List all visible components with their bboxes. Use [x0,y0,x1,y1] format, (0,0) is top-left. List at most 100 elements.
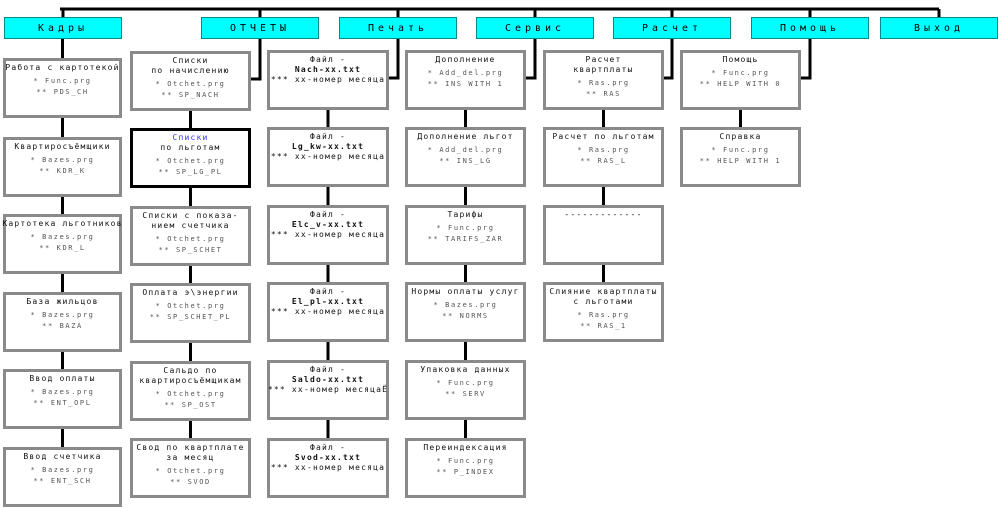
item-title-line: Файл - [309,55,347,64]
menu-item-box-otchety-2[interactable]: Списки с показа-нием счетчика* Otchet.pr… [130,206,251,266]
menu-header-kadry[interactable]: Кадры [4,17,122,39]
menu-item-box-pechat-2[interactable]: Файл -Elc_v-xx.txt*** xx-номер месяца [267,205,389,265]
item-title-line: Файл - [309,365,347,374]
item-title-line: Файл - [309,443,347,452]
item-procedure: ** INS WITH 1 [427,80,504,88]
item-source-file: * Ras.prg [577,146,630,154]
item-title-line: Saldo-xx.txt [291,375,365,384]
item-source-file: * Func.prg [436,379,495,387]
item-title-line: Упаковка данных [420,365,511,374]
menu-item-box-pechat-0[interactable]: Файл -Nach-xx.txt*** xx-номер месяца [267,50,389,110]
menu-item-box-servis-1[interactable]: Дополнение льгот * Add_del.prg ** INS_LG [405,127,526,187]
item-title-line: по льготам [160,143,221,152]
item-procedure: ** SP_SCHET [158,246,223,254]
menu-item-box-pomosch-0[interactable]: Помощь* Func.prg** HELP WITH 0 [680,50,801,110]
item-procedure: ** SERV [445,390,486,398]
menu-item-box-otchety-3[interactable]: Оплата э\энергии* Otchet.prg** SP_SCHET_… [130,283,251,343]
menu-item-box-kadry-5[interactable]: Ввод счетчика* Bazes.prg** ENT_SCH [3,447,122,507]
item-source-file: * Func.prg [436,457,495,465]
item-note: *** xx-номер месяца [270,152,386,161]
item-procedure: ** SP_OST [164,401,217,409]
menu-item-box-raschet-2[interactable]: ------------- [543,205,664,265]
item-procedure: ** SP_SCHET_PL [149,313,232,321]
item-source-file: * Add_del.prg [427,146,504,154]
item-note: *** xx-номер месяцаЁ [267,385,389,394]
item-source-file: * Bazes.prg [30,233,95,241]
item-procedure: ** RAS [586,90,621,98]
menu-item-box-raschet-1[interactable]: Расчет по льготам* Ras.prg** RAS_L [543,127,664,187]
item-procedure: ** KDR_K [39,167,86,175]
menu-header-servis[interactable]: Сервис [476,17,594,39]
item-procedure: ** SVOD [170,478,211,486]
item-source-file: * Otchet.prg [155,235,226,243]
item-procedure: ** INS_LG [439,157,492,165]
item-source-file: * Func.prg [33,77,92,85]
item-procedure: ** SP_LG_PL [158,168,223,176]
menu-header-vyhod[interactable]: Выход [880,17,998,39]
item-note: *** xx-номер месяца [270,463,386,472]
item-title-line: Переиндексация [423,443,508,452]
item-note: *** xx-номер месяца [270,230,386,239]
menu-header-pomosch[interactable]: Помощь [751,17,869,39]
item-source-file: * Bazes.prg [30,388,95,396]
menu-item-box-servis-2[interactable]: Тарифы* Func.prg** TARIFS_ZAR [405,205,526,265]
menu-header-otchety[interactable]: ОТЧЕТЫ [201,17,319,39]
menu-item-box-pechat-1[interactable]: Файл -Lg_kw-xx.txt*** xx-номер месяца [267,127,389,187]
item-title-line: Списки [172,133,209,142]
item-procedure: ** TARIFS_ZAR [427,235,504,243]
menu-item-box-pechat-5[interactable]: Файл -Svod-xx.txt*** xx-номер месяца [267,438,389,498]
menu-item-box-servis-0[interactable]: Дополнение* Add_del.prg** INS WITH 1 [405,50,526,110]
menu-header-raschet[interactable]: Расчет [613,17,731,39]
menu-item-box-pechat-3[interactable]: Файл -El_pl-xx.txt*** xx-номер месяца [267,282,389,342]
item-note: *** xx-номер месяца [270,307,386,316]
item-title-line: Сальдо по [163,366,218,375]
item-title-line: Помощь [722,55,759,64]
item-title-line: за месяц [166,453,215,462]
menu-item-box-servis-3[interactable]: Нормы оплаты услуг * Bazes.prg ** NORMS [405,282,526,342]
item-title-line: Lg_kw-xx.txt [291,142,365,151]
item-title-line: по начислению [151,66,230,75]
item-title-line: El_pl-xx.txt [291,297,365,306]
item-title-line: Дополнение льгот [417,132,514,141]
item-title-line: Нормы оплаты услуг [411,287,520,296]
item-title-line: квартиросъёмщикам [139,376,242,385]
item-title-line: с льготами [573,297,634,306]
item-title-line: Справка [719,132,762,141]
item-source-file: * Ras.prg [577,79,630,87]
item-procedure: ** P_INDEX [436,468,495,476]
menu-item-box-kadry-2[interactable]: Картотека льготников* Bazes.prg** KDR_L [2,214,123,274]
menu-item-box-servis-4[interactable]: Упаковка данных * Func.prg ** SERV [405,360,526,420]
item-title-line: Ввод оплаты [29,374,96,383]
item-source-file: * Bazes.prg [433,301,498,309]
item-source-file: * Otchet.prg [155,157,226,165]
menu-item-box-kadry-0[interactable]: Работа с картотекой * Func.prg ** PDS_CH [3,58,122,118]
menu-item-box-servis-5[interactable]: Переиндексация * Func.prg ** P_INDEX [405,438,526,498]
item-title-line: Работа с картотекой [5,63,120,72]
item-title-line: Файл - [309,210,347,219]
menu-header-pechat[interactable]: Печать [339,17,457,39]
item-procedure: ** NORMS [442,312,489,320]
item-title-line: Расчет [585,55,622,64]
item-source-file: * Ras.prg [577,311,630,319]
menu-item-box-kadry-3[interactable]: База жильцов* Bazes.prg** BAZA [3,292,122,352]
item-title-line: Ввод счетчика [23,452,102,461]
menu-item-box-pechat-4[interactable]: Файл -Saldo-xx.txt*** xx-номер месяцаЁ [267,360,389,420]
menu-item-box-kadry-4[interactable]: Ввод оплаты* Bazes.prg** ENT_OPL [3,369,122,429]
item-title-line: ------------- [564,210,643,219]
item-title-line: Дополнение [435,55,496,64]
item-source-file: * Func.prg [711,146,770,154]
menu-item-box-pomosch-1[interactable]: Справка* Func.prg** HELP WITH 1 [680,127,801,187]
item-title-line: База жильцов [26,297,99,306]
item-procedure: ** PDS_CH [36,88,89,96]
item-title-line: Списки [172,56,209,65]
item-title-line: Картотека льготников [2,219,123,228]
item-source-file: * Otchet.prg [155,302,226,310]
menu-item-box-kadry-1[interactable]: Квартиросъёмщики* Bazes.prg** KDR_K [3,137,122,197]
